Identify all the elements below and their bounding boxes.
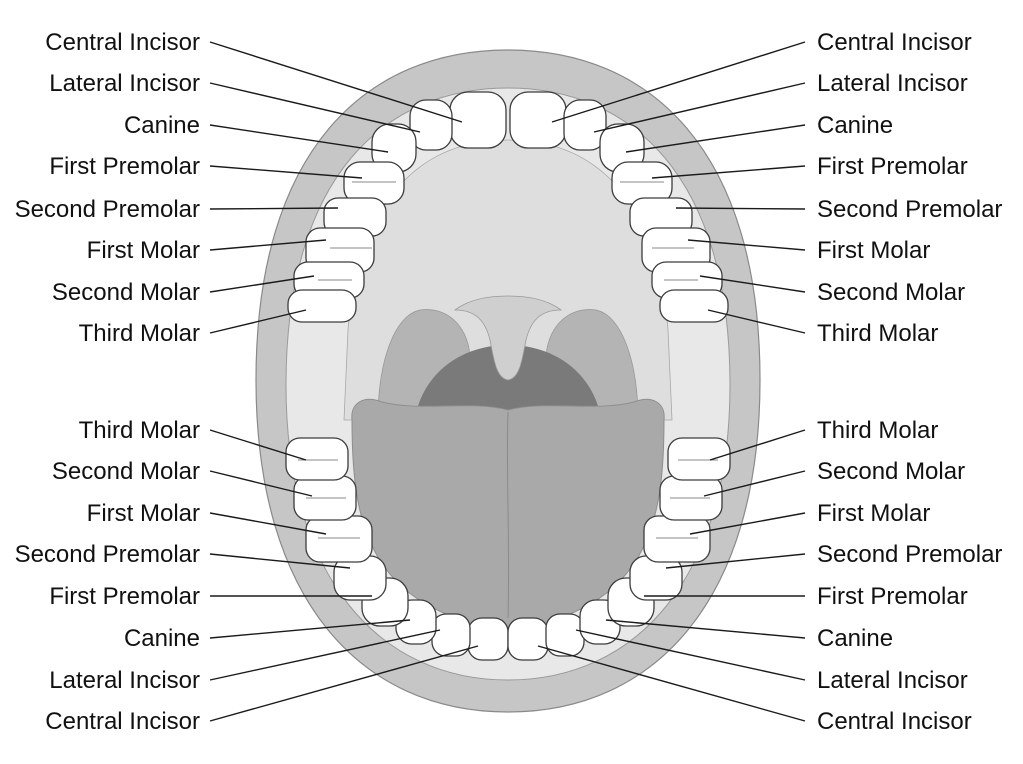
leader-line (209, 82, 421, 133)
leader-line (209, 619, 411, 639)
label-first-premolar: First Premolar (817, 583, 968, 610)
leader-line (209, 512, 327, 535)
leader-line (593, 82, 806, 133)
label-third-molar: Third Molar (817, 320, 938, 347)
leader-line (209, 645, 479, 722)
leader-line (625, 124, 806, 153)
throat (415, 345, 601, 420)
label-second-premolar: Second Premolar (817, 196, 1002, 223)
leader-line (537, 645, 806, 722)
tooth-groove (318, 181, 698, 281)
label-second-premolar: Second Premolar (817, 541, 1002, 568)
tooth (305, 515, 373, 563)
leader-line (209, 124, 389, 153)
label-third-molar: Third Molar (817, 417, 938, 444)
leader-line (209, 470, 313, 497)
label-second-molar: Second Molar (817, 279, 965, 306)
leader-line (687, 239, 806, 251)
label-canine: Canine (817, 112, 893, 139)
uvula (453, 295, 563, 381)
lower-left-labels: Third Molar Second Molar First Molar Sec… (15, 417, 200, 735)
leader-line (209, 239, 327, 251)
leader-line (605, 619, 806, 639)
label-central-incisor: Central Incisor (45, 708, 200, 735)
leader-line (209, 553, 351, 569)
lower-right-leaders (537, 429, 806, 722)
tooth (667, 437, 731, 481)
tooth (467, 617, 509, 661)
tooth (659, 289, 729, 323)
leader-line (707, 309, 806, 334)
tooth (409, 99, 453, 151)
lower-right-labels: Third Molar Second Molar First Molar Sec… (817, 417, 1002, 735)
leader-line (675, 207, 806, 210)
label-first-premolar: First Premolar (49, 153, 200, 180)
lower-left-leaders (209, 429, 479, 722)
tongue-midline (506, 411, 510, 619)
leader-line (209, 309, 307, 334)
label-second-premolar: Second Premolar (15, 196, 200, 223)
leader-line (209, 207, 339, 210)
upper-teeth (287, 91, 729, 323)
tooth (563, 99, 607, 151)
label-second-molar: Second Molar (52, 458, 200, 485)
mouth (255, 49, 761, 713)
label-central-incisor: Central Incisor (817, 708, 972, 735)
label-central-incisor: Central Incisor (817, 29, 972, 56)
leader-line (699, 275, 806, 293)
label-canine: Canine (124, 112, 200, 139)
label-lateral-incisor: Lateral Incisor (49, 667, 200, 694)
label-third-molar: Third Molar (79, 417, 200, 444)
label-second-molar: Second Molar (817, 458, 965, 485)
leader-line (703, 470, 806, 497)
label-lateral-incisor: Lateral Incisor (49, 70, 200, 97)
leader-line (209, 275, 315, 293)
leader-line (651, 165, 806, 179)
label-canine: Canine (817, 625, 893, 652)
label-second-molar: Second Molar (52, 279, 200, 306)
label-first-molar: First Molar (87, 237, 200, 264)
upper-left-leaders (209, 41, 463, 334)
tooth (285, 437, 349, 481)
label-first-molar: First Molar (817, 237, 930, 264)
upper-left-labels: Central Incisor Lateral Incisor Canine F… (15, 29, 200, 347)
tooth (449, 91, 507, 149)
leader-line (209, 629, 441, 681)
upper-right-labels: Central Incisor Lateral Incisor Canine F… (817, 29, 1002, 347)
label-second-premolar: Second Premolar (15, 541, 200, 568)
leader-line (209, 165, 363, 179)
label-first-premolar: First Premolar (817, 153, 968, 180)
leader-line (709, 429, 806, 461)
label-first-molar: First Molar (817, 500, 930, 527)
leader-line (209, 429, 307, 461)
label-third-molar: Third Molar (79, 320, 200, 347)
tooth (287, 289, 357, 323)
leader-line (665, 553, 806, 569)
label-lateral-incisor: Lateral Incisor (817, 70, 968, 97)
tooth (643, 515, 711, 563)
leader-line (209, 41, 463, 123)
tooth-groove (298, 459, 718, 539)
tooth (507, 617, 549, 661)
leader-line (575, 629, 806, 681)
leader-line (551, 41, 806, 123)
upper-right-leaders (551, 41, 806, 334)
label-first-premolar: First Premolar (49, 583, 200, 610)
label-central-incisor: Central Incisor (45, 29, 200, 56)
label-lateral-incisor: Lateral Incisor (817, 667, 968, 694)
label-canine: Canine (124, 625, 200, 652)
label-first-molar: First Molar (87, 500, 200, 527)
leader-line (689, 512, 806, 535)
